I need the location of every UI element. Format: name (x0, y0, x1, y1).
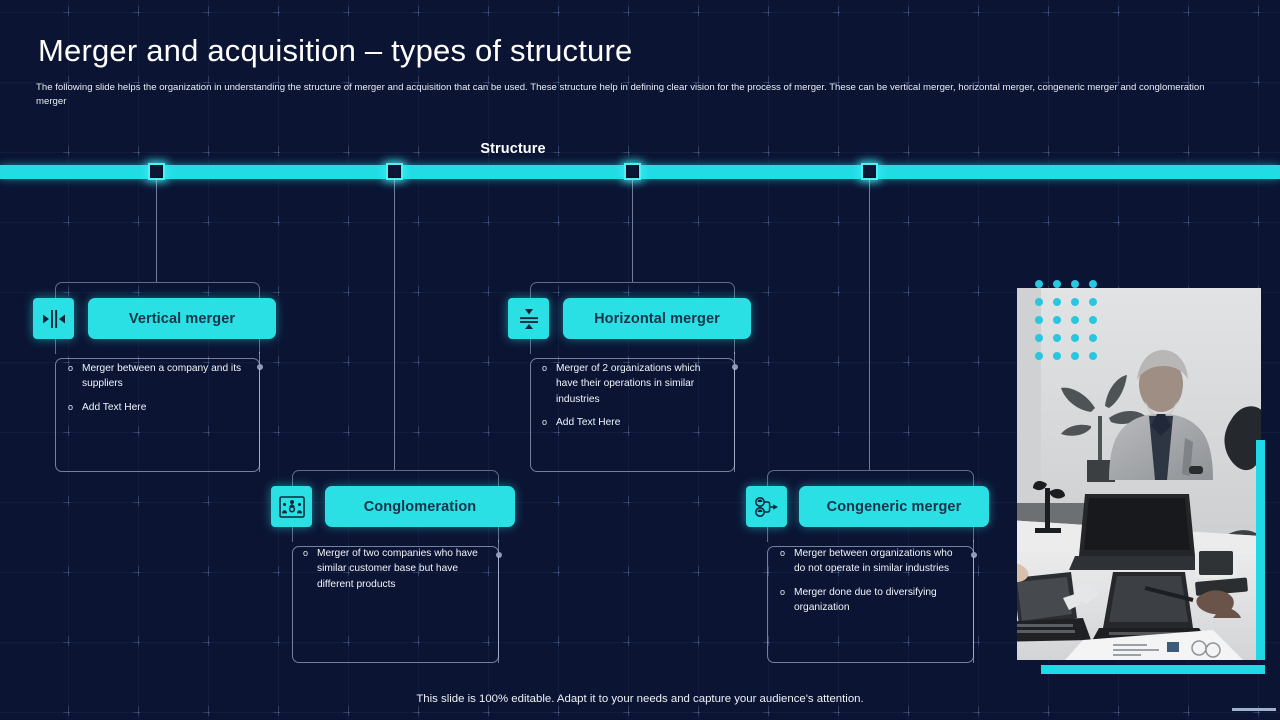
card-bullets-conglomeration: o Merger of two companies who have simil… (303, 546, 483, 600)
list-item: o Add Text Here (542, 415, 717, 430)
card-frame-drop-vertical-merger (259, 352, 260, 368)
bullet-marker: o (303, 548, 309, 558)
list-item: o Merger done due to diversifying organi… (780, 585, 962, 616)
nodes-merge-icon (746, 486, 787, 527)
page-subtitle: The following slide helps the organizati… (36, 82, 1205, 107)
merge-vertical-glyph (519, 308, 538, 329)
merge-horizontal-icon (33, 298, 74, 339)
card-side-dot-vertical-merger (257, 364, 263, 370)
bullet-text: Add Text Here (556, 417, 621, 429)
nodes-merge-glyph (754, 496, 778, 517)
connector-line-1 (156, 180, 157, 282)
merge-vertical-icon (508, 298, 549, 339)
bullet-marker: o (542, 363, 548, 373)
connector-line-2 (394, 180, 395, 470)
card-title-congeneric-merger[interactable]: Congeneric merger (799, 486, 989, 527)
list-item: o Merger of two companies who have simil… (303, 546, 483, 592)
card-side-dot-conglomeration (496, 552, 502, 558)
bullet-marker: o (780, 548, 786, 558)
card-frame-drop-conglomeration (498, 540, 499, 556)
card-title-vertical-merger[interactable]: Vertical merger (88, 298, 276, 339)
photo-artwork (1017, 288, 1261, 660)
list-item: o Merger between organizations who do no… (780, 546, 962, 577)
bullet-marker: o (780, 586, 786, 597)
connector-line-3 (632, 180, 633, 282)
photo-accent-vertical (1256, 440, 1265, 660)
card-title-conglomeration[interactable]: Conglomeration (325, 486, 515, 527)
card-side-line-conglomeration (498, 556, 499, 663)
bullet-marker: o (542, 417, 548, 428)
section-label: Structure (480, 141, 546, 157)
bullet-text: Merger of 2 organizations which have the… (556, 363, 701, 405)
organization-group-glyph (278, 495, 305, 518)
card-title-horizontal-merger[interactable]: Horizontal merger (563, 298, 751, 339)
decorative-dots-grid (1035, 280, 1107, 370)
card-side-line-vertical-merger (259, 368, 260, 472)
photo-accent-horizontal (1041, 665, 1265, 674)
timeline-node-4[interactable] (861, 163, 878, 180)
card-side-line-congeneric-merger (973, 556, 974, 663)
photo-accent-tick (1232, 708, 1276, 711)
page-title: Merger and acquisition – types of struct… (38, 33, 633, 68)
bullet-text: Merger between a company and its supplie… (82, 363, 242, 390)
bullet-marker: o (68, 363, 74, 373)
card-frame-drop-horizontal-merger (734, 352, 735, 368)
card-bullets-congeneric-merger: o Merger between organizations who do no… (780, 546, 962, 624)
bullet-marker: o (68, 401, 74, 412)
card-side-line-horizontal-merger (734, 368, 735, 472)
organization-group-icon (271, 486, 312, 527)
timeline-node-2[interactable] (386, 163, 403, 180)
card-frame-drop-congeneric-merger (973, 540, 974, 556)
card-side-dot-congeneric-merger (971, 552, 977, 558)
photo (1017, 288, 1261, 660)
bullet-text: Merger between organizations who do not … (794, 548, 953, 575)
timeline-node-1[interactable] (148, 163, 165, 180)
card-side-dot-horizontal-merger (732, 364, 738, 370)
bullet-text: Add Text Here (82, 401, 147, 413)
timeline-node-3[interactable] (624, 163, 641, 180)
merge-horizontal-glyph (42, 309, 65, 328)
bullet-text: Merger of two companies who have similar… (317, 548, 478, 590)
list-item: o Merger of 2 organizations which have t… (542, 361, 717, 407)
card-bullets-horizontal-merger: o Merger of 2 organizations which have t… (542, 361, 717, 439)
bullet-text: Merger done due to diversifying organiza… (794, 586, 937, 614)
list-item: o Merger between a company and its suppl… (68, 361, 246, 392)
footer-note: This slide is 100% editable. Adapt it to… (416, 693, 864, 705)
card-bullets-vertical-merger: o Merger between a company and its suppl… (68, 361, 246, 423)
list-item: o Add Text Here (68, 400, 246, 415)
connector-line-4 (869, 180, 870, 470)
